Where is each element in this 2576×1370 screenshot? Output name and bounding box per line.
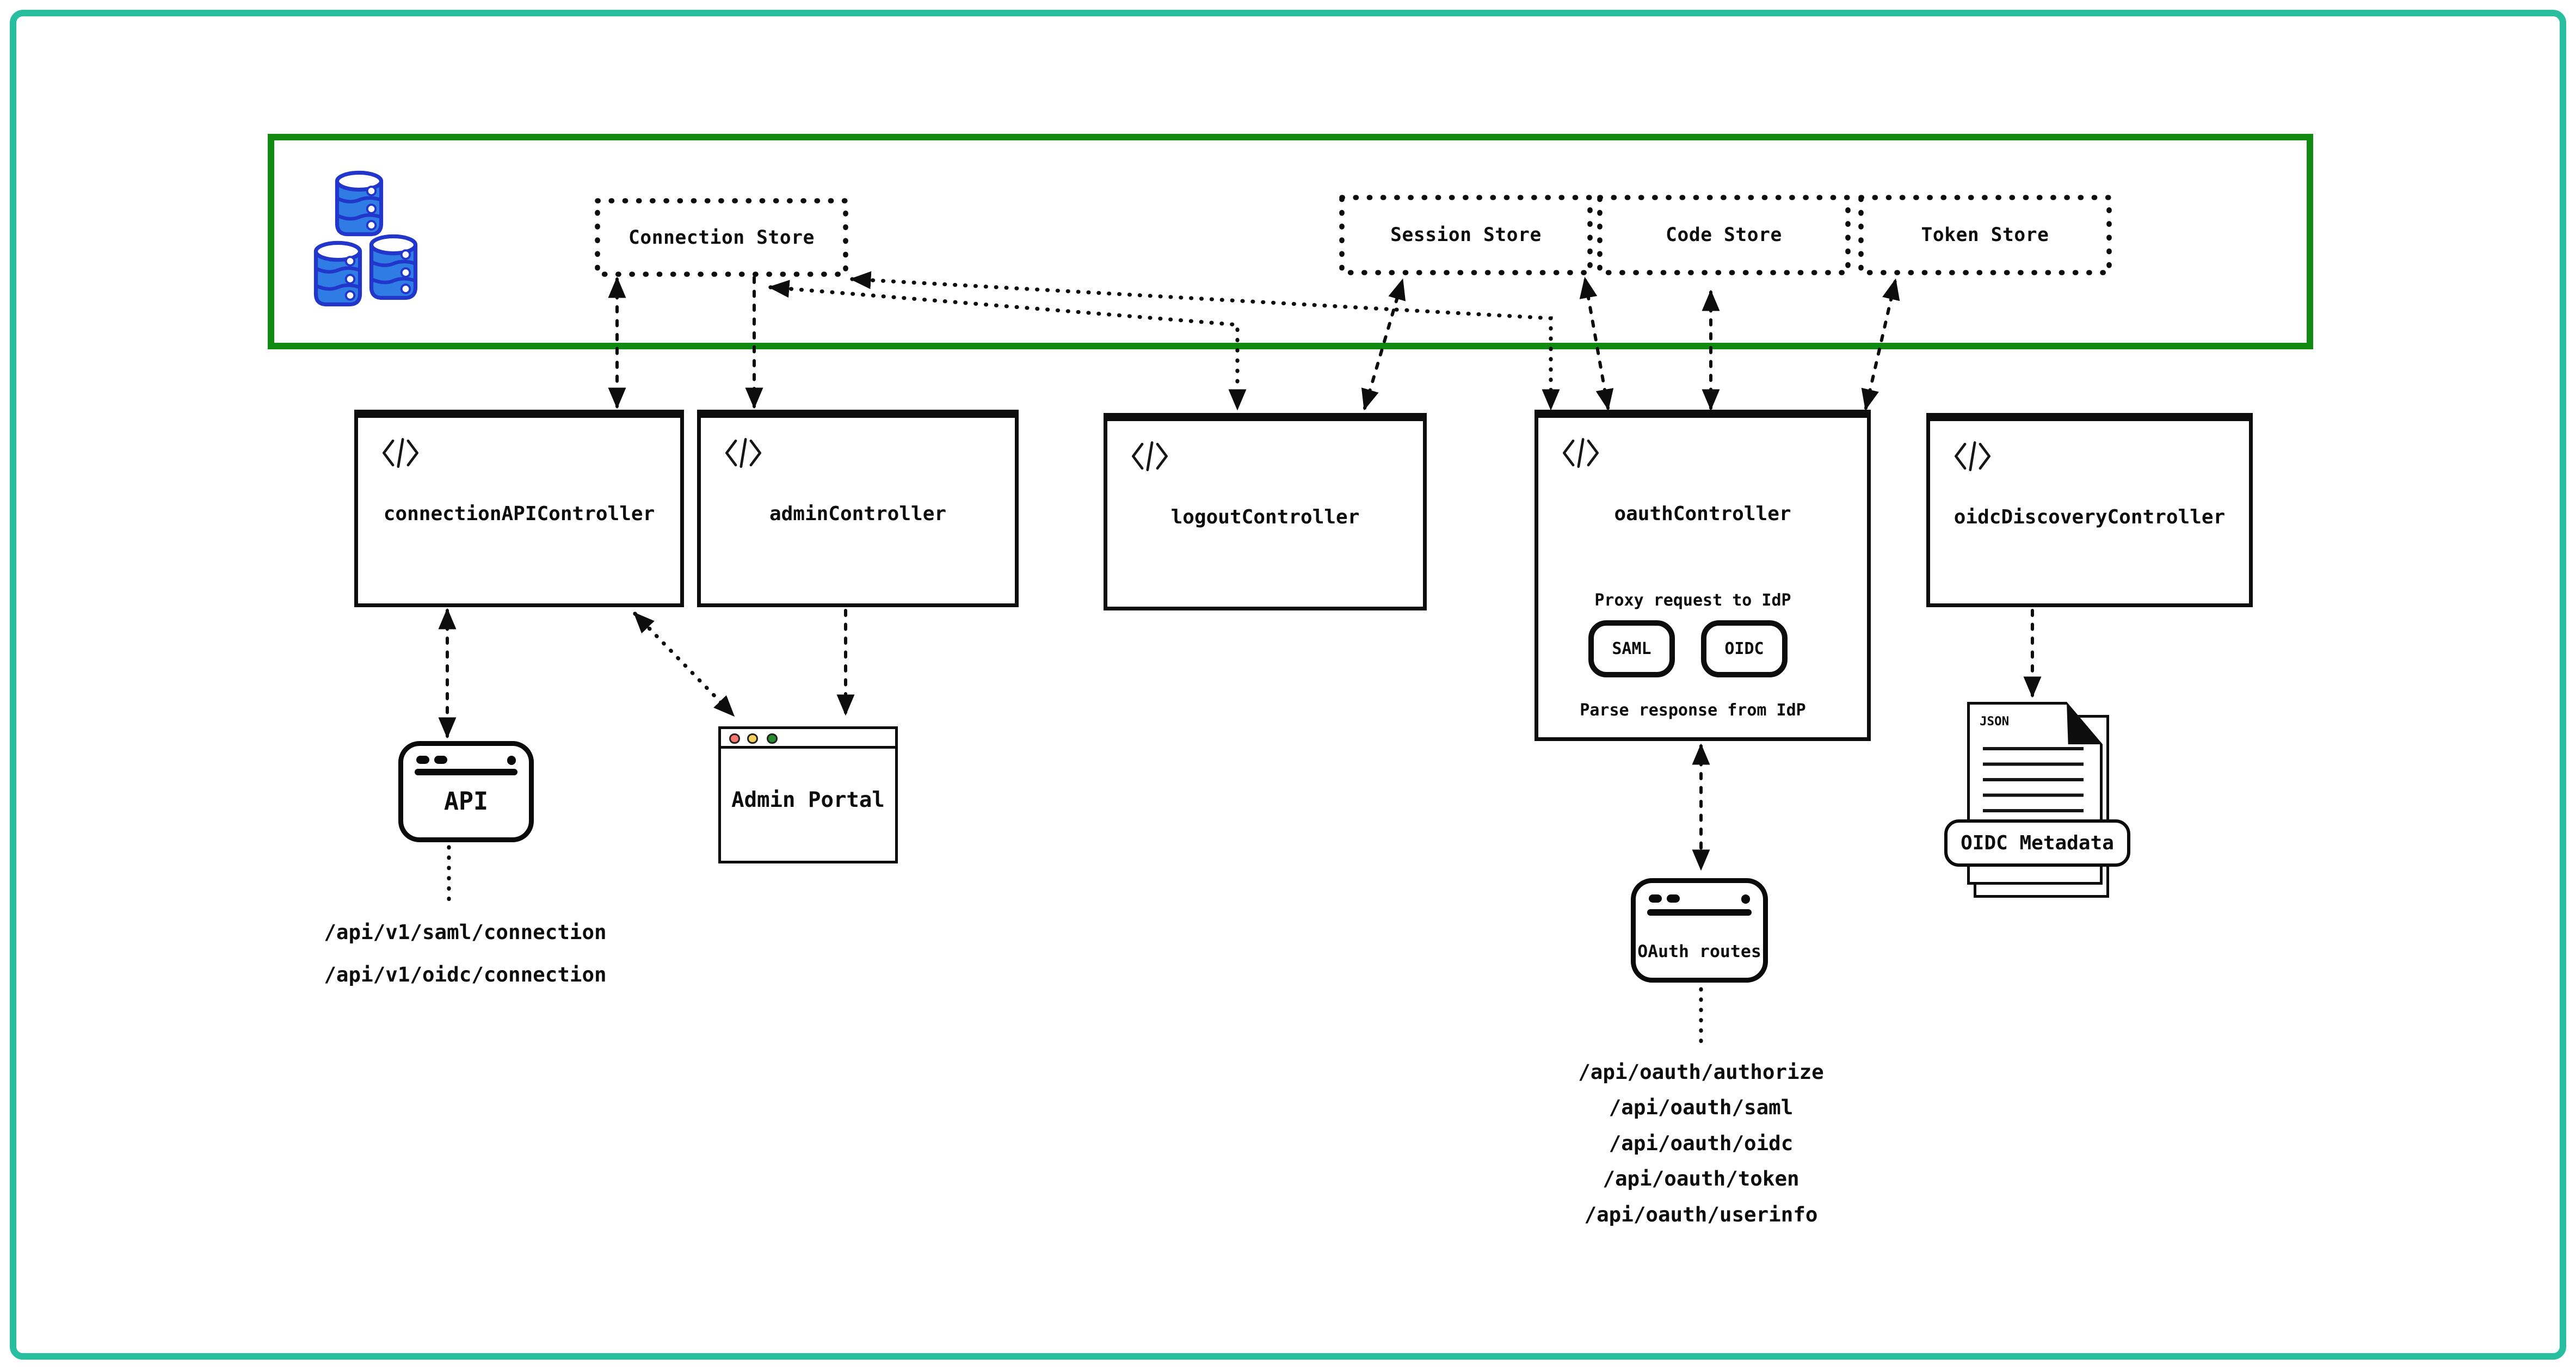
code-icon bbox=[382, 438, 419, 468]
endpoint: /api/oauth/authorize bbox=[1578, 1060, 1824, 1084]
json-file-type: JSON bbox=[1980, 714, 2010, 729]
endpoint: /api/oauth/userinfo bbox=[1584, 1202, 1818, 1226]
oauth-route-endpoints: /api/oauth/authorize /api/oauth/saml /ap… bbox=[1505, 1054, 1897, 1232]
code-icon bbox=[1131, 441, 1168, 471]
oidc-metadata-banner: OIDC Metadata bbox=[1944, 819, 2130, 867]
code-icon bbox=[1954, 441, 1991, 471]
window-dot bbox=[507, 756, 516, 765]
proxy-footer: Parse response from IdP bbox=[1580, 701, 1806, 720]
admin-portal-window: Admin Portal bbox=[718, 726, 898, 863]
controller-oauth: oauthController bbox=[1534, 410, 1871, 741]
document-sheet: JSON bbox=[1967, 702, 2103, 885]
proxy-title: Proxy request to IdP bbox=[1594, 591, 1791, 610]
code-icon bbox=[725, 438, 762, 468]
window-dot bbox=[1667, 894, 1680, 903]
window-dot bbox=[416, 756, 429, 764]
window-titlebar bbox=[721, 729, 895, 749]
code-icon bbox=[1562, 438, 1599, 468]
idp-proxy-group: Proxy request to IdP SAML OIDC Parse res… bbox=[1544, 583, 1841, 728]
controller-connection-api: connectionAPIController bbox=[354, 410, 684, 607]
endpoint: /api/v1/oidc/connection bbox=[324, 962, 607, 986]
oidc-metadata-document: JSON OIDC Metadata bbox=[1944, 699, 2130, 908]
endpoint: /api/oauth/token bbox=[1603, 1167, 1799, 1191]
oauth-routes-label: OAuth routes bbox=[1637, 942, 1761, 961]
endpoint: /api/v1/saml/connection bbox=[324, 920, 607, 944]
api-client-icon: API bbox=[398, 741, 534, 842]
controller-label: adminController bbox=[769, 503, 947, 525]
controller-label: connectionAPIController bbox=[383, 503, 655, 525]
store-label-session: Session Store bbox=[1390, 224, 1542, 246]
store-label-connection: Connection Store bbox=[628, 226, 815, 249]
saml-button: SAML bbox=[1588, 620, 1675, 677]
document-text-lines bbox=[1983, 747, 2084, 825]
maximize-icon bbox=[767, 733, 778, 744]
minimize-icon bbox=[747, 733, 758, 744]
close-icon bbox=[729, 733, 740, 744]
controller-oidc-discovery: oidcDiscoveryController bbox=[1926, 413, 2253, 607]
arrow-connectionapicontroller-adminportal bbox=[633, 612, 735, 717]
admin-portal-label: Admin Portal bbox=[731, 788, 885, 812]
oauth-routes-icon: OAuth routes bbox=[1631, 878, 1768, 983]
controller-admin: adminController bbox=[697, 410, 1019, 607]
api-label: API bbox=[443, 787, 489, 816]
controller-label: oidcDiscoveryController bbox=[1953, 506, 2226, 528]
api-endpoints: /api/v1/saml/connection /api/v1/oidc/con… bbox=[269, 911, 661, 996]
endpoint: /api/oauth/oidc bbox=[1609, 1131, 1794, 1155]
store-label-token: Token Store bbox=[1921, 224, 2049, 246]
window-dot bbox=[434, 756, 447, 764]
controller-label: oauthController bbox=[1614, 503, 1791, 525]
store-label-code: Code Store bbox=[1666, 224, 1782, 246]
window-bar bbox=[1647, 909, 1752, 916]
window-bar bbox=[415, 769, 517, 775]
window-dot bbox=[1649, 894, 1662, 903]
window-dot bbox=[1741, 894, 1750, 904]
endpoint: /api/oauth/saml bbox=[1609, 1095, 1794, 1120]
oidc-button: OIDC bbox=[1701, 620, 1788, 677]
controller-label: logoutController bbox=[1170, 506, 1360, 528]
controller-logout: logoutController bbox=[1104, 413, 1427, 610]
